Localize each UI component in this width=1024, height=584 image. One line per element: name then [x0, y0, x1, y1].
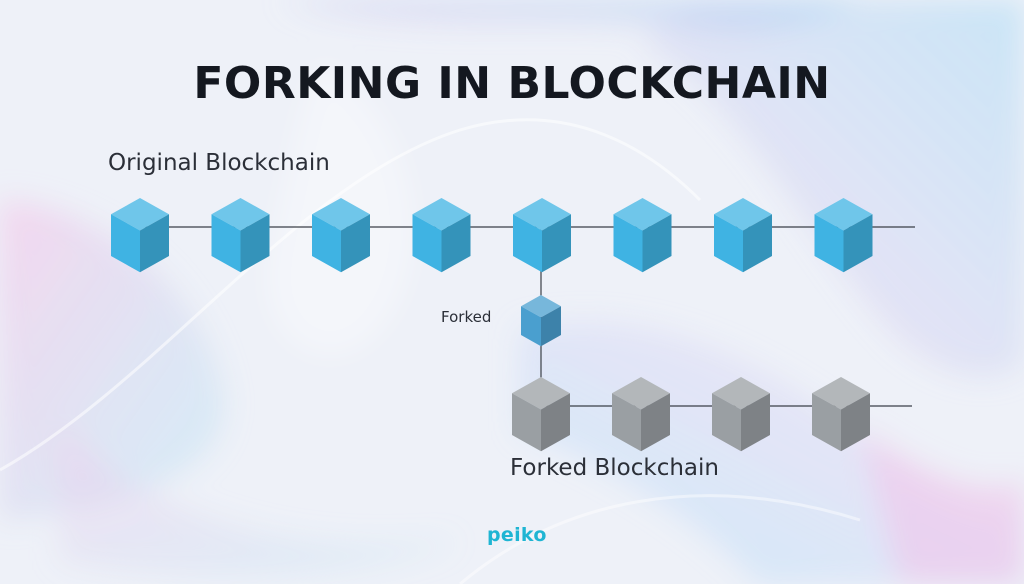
original-block-7: [714, 198, 772, 273]
original-block-3: [312, 198, 370, 273]
brand-logo: peiko: [487, 524, 547, 546]
forked-block-4: [812, 377, 870, 452]
original-block-2: [211, 198, 270, 273]
original-block-6: [613, 198, 672, 273]
original-block-5: [513, 198, 571, 273]
fork-point-label: Forked: [441, 308, 492, 326]
forked-block-2: [612, 377, 670, 452]
forked-blockchain-label: Forked Blockchain: [510, 455, 719, 481]
original-block-1: [111, 198, 169, 273]
original-block-4: [412, 198, 471, 273]
original-blockchain-label: Original Blockchain: [108, 150, 330, 176]
fork-point-block: [521, 295, 561, 347]
forked-block-3: [712, 377, 770, 452]
forked-block-1: [512, 377, 570, 452]
page-title: FORKING IN BLOCKCHAIN: [193, 58, 831, 109]
original-block-8: [814, 198, 873, 273]
